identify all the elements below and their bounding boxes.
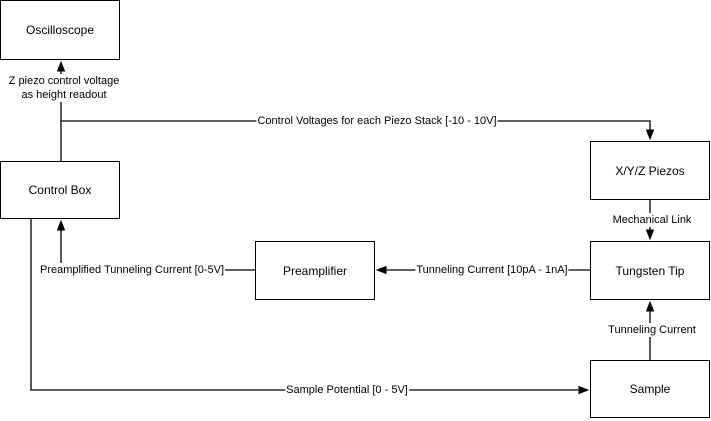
node-sample: Sample xyxy=(590,360,710,418)
edge-sample-to-tip-arrowhead xyxy=(645,300,655,312)
node-xyz-piezos-label: X/Y/Z Piezos xyxy=(615,163,685,178)
edge-control-to-oscilloscope-arrowhead xyxy=(56,60,66,72)
node-control-box-label: Control Box xyxy=(28,183,92,197)
edge-piezos-to-tip-arrowhead xyxy=(645,229,655,241)
edge-control-to-sample-arrowhead xyxy=(578,385,590,395)
node-preamplifier-label: Preamplifier xyxy=(282,263,348,278)
node-oscilloscope-label: Oscilloscope xyxy=(25,23,95,37)
edge-preamp-to-control-arrowhead xyxy=(56,219,66,231)
edge-label-sample-potential: Sample Potential [0 - 5V] xyxy=(285,383,409,397)
edge-label-tunneling-current: Tunneling Current xyxy=(607,323,697,337)
edge-label-z-piezo-height-readout: Z piezo control voltage as height readou… xyxy=(7,74,121,102)
edge-label-tunneling-current-range: Tunneling Current [10pA - 1nA] xyxy=(415,263,569,277)
edge-label-control-voltages: Control Voltages for each Piezo Stack [-… xyxy=(256,114,498,128)
node-sample-label: Sample xyxy=(629,382,671,396)
node-xyz-piezos: X/Y/Z Piezos xyxy=(590,141,710,200)
edge-label-mechanical-link: Mechanical Link xyxy=(611,213,693,227)
node-oscilloscope: Oscilloscope xyxy=(0,0,120,60)
edge-label-preamplified-current: Preamplified Tunneling Current [0-5V] xyxy=(38,263,226,277)
node-control-box: Control Box xyxy=(0,161,120,219)
node-tungsten-tip: Tungsten Tip xyxy=(590,241,710,300)
node-preamplifier: Preamplifier xyxy=(255,241,375,300)
edge-tip-to-preamp-arrowhead xyxy=(375,265,387,275)
node-tungsten-tip-label: Tungsten Tip xyxy=(615,263,685,278)
edge-control-to-piezos-arrowhead xyxy=(645,129,655,141)
